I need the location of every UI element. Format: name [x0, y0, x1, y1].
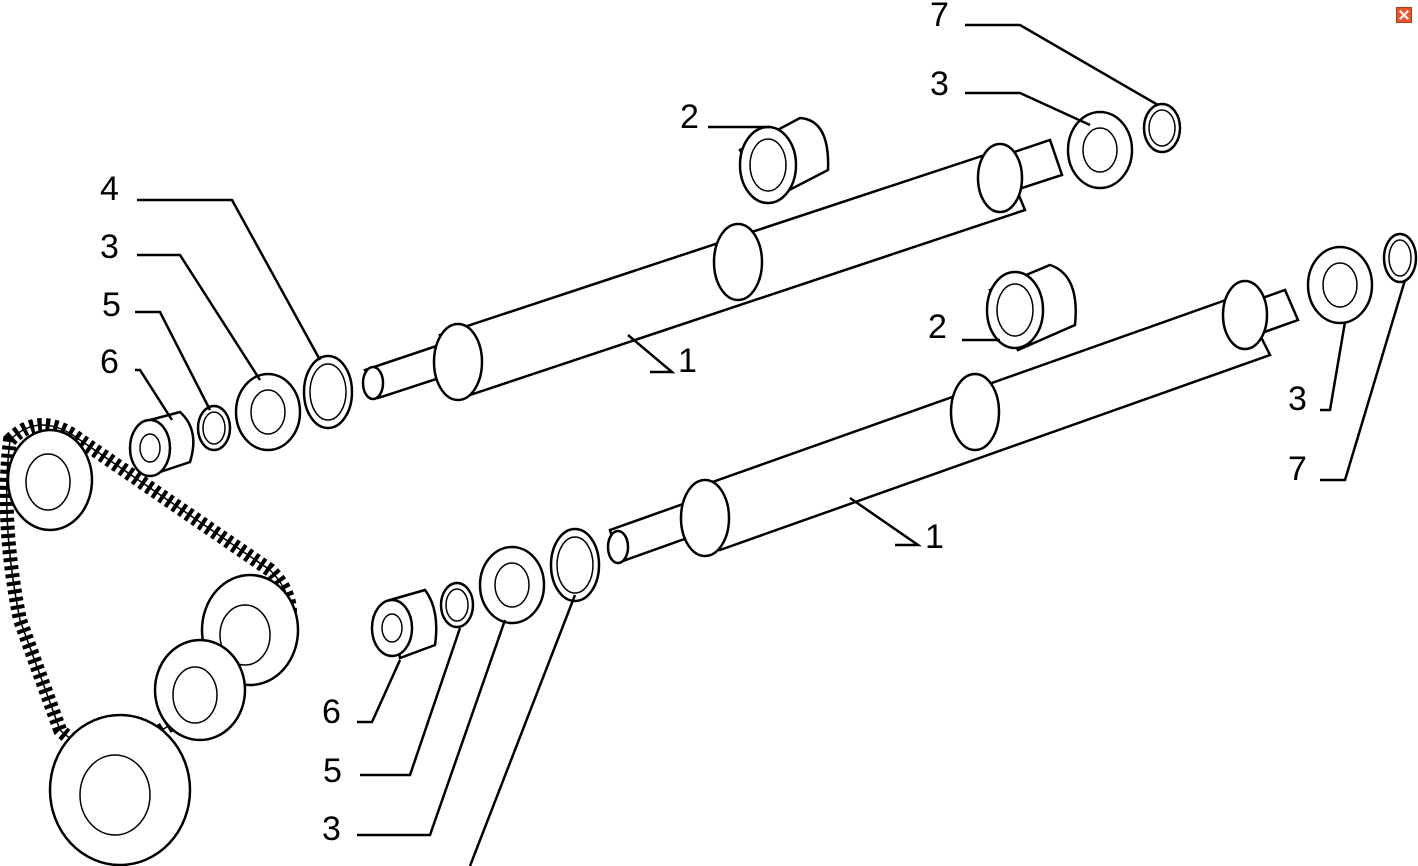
callout-6-bottom: 6	[322, 693, 341, 731]
close-button[interactable]	[1396, 7, 1412, 23]
leader-lines	[135, 23, 1407, 866]
bottom-shaft	[606, 279, 1300, 565]
callout-3-bottom-left: 3	[322, 810, 341, 848]
callout-3-bottom-right: 3	[1288, 380, 1307, 418]
callout-3-top-left: 3	[100, 228, 119, 266]
callout-3-top-right: 3	[930, 65, 949, 103]
top-shaft	[361, 138, 1064, 402]
callout-5-bottom: 5	[323, 752, 342, 790]
callout-7-top: 7	[930, 0, 949, 34]
bottom-parts	[370, 232, 1418, 660]
callout-5-top: 5	[102, 286, 121, 324]
callout-1-top: 1	[678, 342, 697, 380]
timing-belt-assembly	[0, 418, 300, 866]
callout-2-bottom: 2	[928, 308, 947, 346]
callout-7-bottom: 7	[1288, 450, 1307, 488]
callout-6-top: 6	[100, 343, 119, 381]
top-parts	[128, 102, 1182, 478]
callout-2-top: 2	[680, 98, 699, 136]
callout-4-top: 4	[100, 170, 119, 208]
callout-1-bottom: 1	[925, 518, 944, 556]
